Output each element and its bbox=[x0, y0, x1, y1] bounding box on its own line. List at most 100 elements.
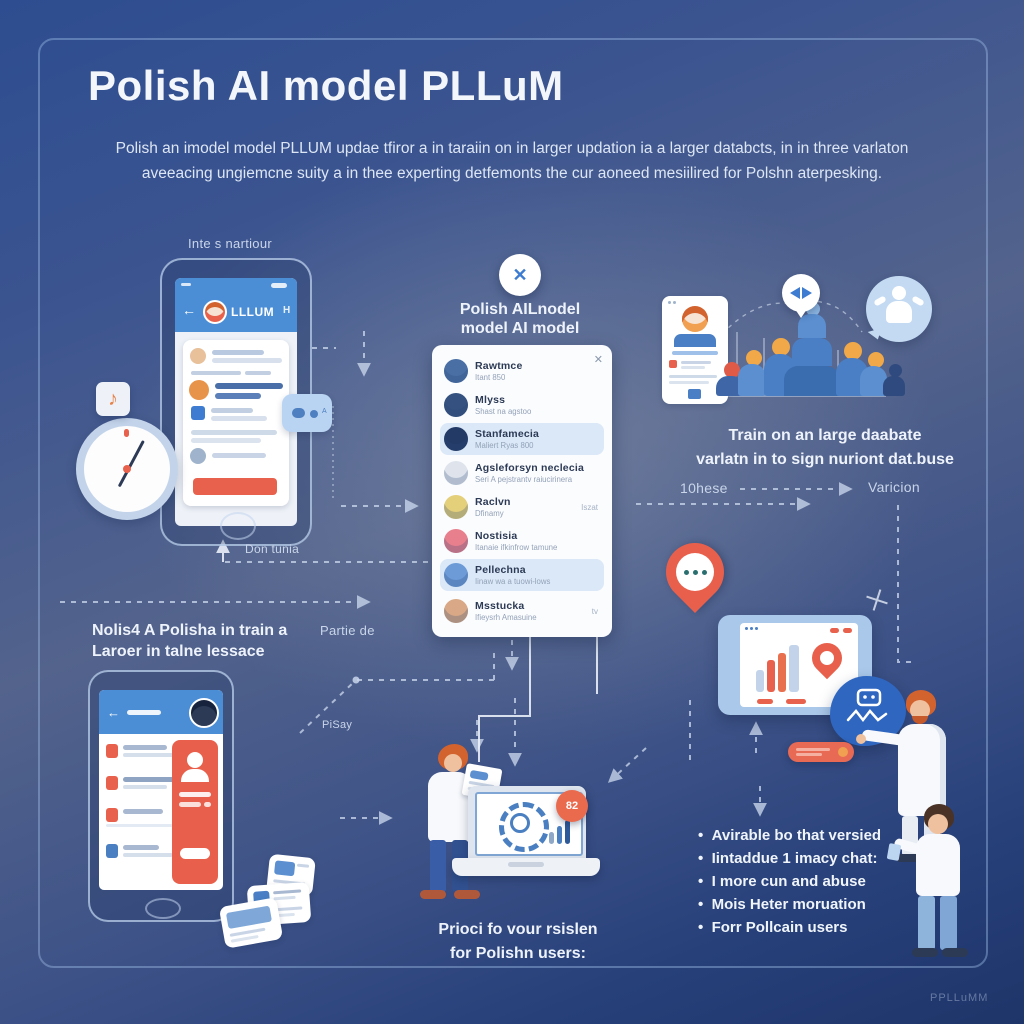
page-title: Polish AI model PLLuM bbox=[88, 62, 564, 109]
doodle-glyph bbox=[846, 688, 888, 723]
laptop-base bbox=[452, 858, 600, 876]
back-arrow-icon[interactable]: ← bbox=[107, 705, 120, 720]
placeholder-line bbox=[681, 361, 711, 364]
bubble-glyph: A bbox=[322, 408, 327, 415]
bullet-text: Iintaddue 1 imacy chat: bbox=[711, 850, 878, 867]
placeholder-line bbox=[179, 802, 201, 807]
bar bbox=[557, 826, 562, 844]
notification-pill bbox=[788, 742, 854, 762]
contact-name: Agsleforsyn neclecia bbox=[475, 462, 585, 475]
placeholder-line bbox=[672, 351, 718, 355]
mini-map-pin-icon bbox=[805, 636, 849, 680]
notification-badge: 82 bbox=[556, 790, 588, 822]
menu-icon[interactable]: H bbox=[283, 305, 291, 316]
placeholder-line bbox=[681, 366, 705, 369]
window-dot bbox=[745, 627, 748, 630]
placeholder-line bbox=[123, 777, 175, 782]
profile-button[interactable] bbox=[180, 848, 210, 859]
chat-card bbox=[183, 340, 289, 506]
shoe bbox=[454, 890, 480, 899]
modal-heading-line2: model AI model bbox=[460, 320, 580, 337]
window-content bbox=[740, 623, 858, 707]
paper-chart bbox=[469, 769, 489, 781]
home-button[interactable] bbox=[220, 512, 256, 540]
avatar-shoulders bbox=[674, 334, 716, 347]
placeholder-line bbox=[123, 745, 167, 750]
home-button[interactable] bbox=[145, 898, 181, 919]
typing-dot bbox=[310, 410, 318, 418]
contact-detail: Maliert Ryas 800 bbox=[475, 440, 534, 450]
list-item: • Forr Pollcain users bbox=[698, 919, 848, 936]
avatar bbox=[444, 599, 468, 623]
beard bbox=[912, 716, 928, 724]
balloon-tail bbox=[795, 309, 807, 318]
phone2-screen: ← bbox=[99, 690, 223, 890]
clock-icon bbox=[76, 418, 178, 520]
bullet-text: Avirable bo that versied bbox=[711, 827, 882, 844]
placeholder-line bbox=[211, 408, 253, 413]
back-arrow-icon[interactable]: ← bbox=[182, 302, 196, 318]
person-body bbox=[716, 376, 744, 396]
bar bbox=[789, 645, 799, 692]
list-item: • Avirable bo that versied bbox=[698, 827, 882, 844]
placeholder-line bbox=[245, 371, 271, 375]
typing-dot bbox=[292, 408, 305, 418]
person-at-laptop bbox=[410, 744, 503, 910]
bar bbox=[767, 660, 775, 692]
placeholder-line bbox=[230, 934, 259, 943]
contact-name: Stanfamecia bbox=[475, 428, 540, 441]
label-pisay: PiSay bbox=[322, 719, 353, 731]
attachment-icon[interactable] bbox=[191, 406, 205, 420]
close-circle-icon[interactable]: ✕ bbox=[499, 254, 541, 296]
contact-detail: Itant 850 bbox=[475, 372, 506, 382]
contact-name: Msstucka bbox=[475, 600, 525, 613]
contact-detail: Iinaw wa a tuowi-lows bbox=[475, 576, 551, 586]
person-head bbox=[844, 342, 862, 360]
person-body bbox=[860, 366, 887, 396]
left-caption-line1: Nolis4 A Polisha in train a bbox=[92, 622, 288, 639]
contact-detail: Ifieysrh Amasuine bbox=[475, 612, 537, 622]
window-control bbox=[843, 628, 852, 633]
hand bbox=[856, 734, 866, 744]
thumbnail bbox=[273, 860, 296, 877]
window-dot bbox=[755, 627, 758, 630]
left-caption-line2: Laroer in talne lessace bbox=[92, 643, 265, 660]
person-user bbox=[886, 804, 988, 964]
placeholder-line bbox=[106, 824, 176, 827]
placeholder-line bbox=[212, 358, 282, 363]
pin-inner bbox=[676, 553, 714, 591]
contact-name: Nostisia bbox=[475, 530, 518, 543]
face bbox=[444, 754, 462, 772]
send-button[interactable] bbox=[193, 478, 277, 495]
pin-dot bbox=[692, 569, 698, 575]
label-tenhese: 10hese bbox=[680, 480, 728, 496]
placeholder-line bbox=[123, 785, 167, 789]
leg bbox=[940, 896, 957, 950]
figure-arm bbox=[911, 295, 925, 307]
modal-heading-line1: Polish AILnodel bbox=[459, 301, 581, 318]
panel-close-icon[interactable]: ✕ bbox=[593, 354, 603, 366]
speech-bubble-icon bbox=[866, 276, 932, 342]
face bbox=[928, 814, 948, 834]
list-icon bbox=[106, 808, 118, 822]
placeholder-line bbox=[191, 438, 261, 443]
shoe bbox=[896, 854, 920, 862]
placeholder-line bbox=[127, 710, 161, 715]
contact-detail: Seri A pejstrantv raiucirinera bbox=[475, 474, 573, 484]
card-footer-block bbox=[688, 389, 701, 399]
shoe bbox=[420, 890, 446, 899]
profile-panel bbox=[172, 740, 218, 884]
person-head bbox=[746, 350, 762, 366]
placeholder-line bbox=[212, 453, 266, 458]
avatar bbox=[189, 380, 209, 400]
label-partie: Partie de bbox=[320, 623, 375, 638]
crowd-illustration bbox=[710, 280, 905, 400]
